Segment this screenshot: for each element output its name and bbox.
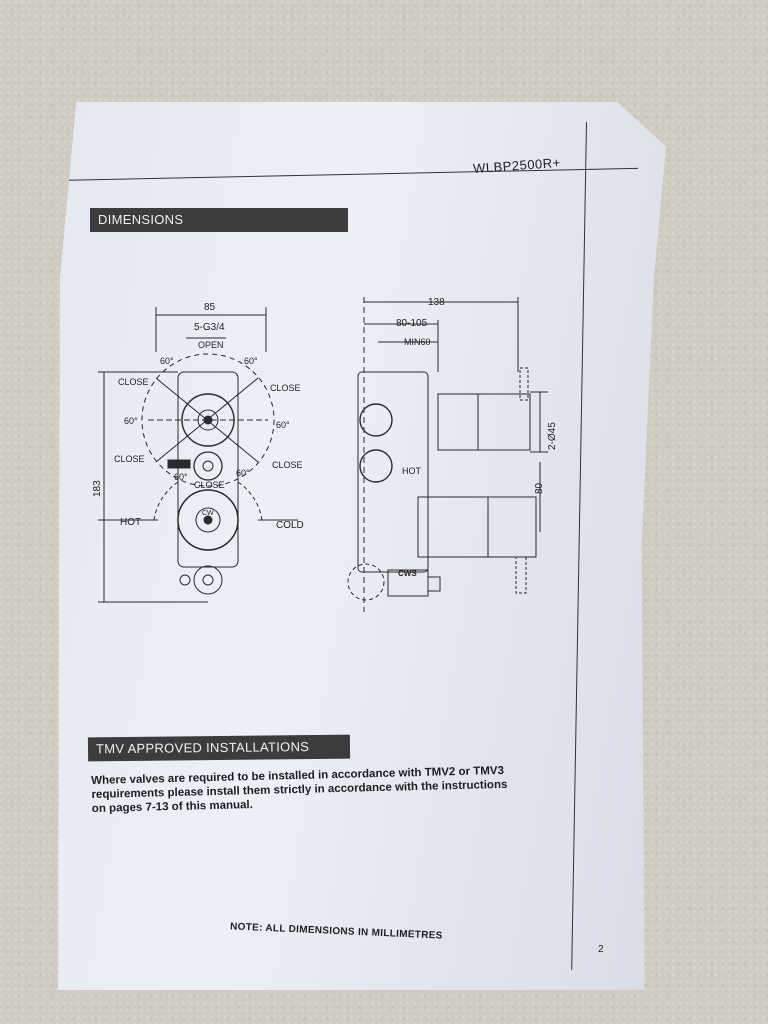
dim-width: 85 bbox=[204, 302, 216, 313]
side-body bbox=[357, 371, 429, 573]
dim-range: 80-105 bbox=[396, 318, 428, 329]
angle-label: 60° bbox=[236, 468, 250, 478]
hot-label: HOT bbox=[120, 517, 141, 528]
cw-label: CW bbox=[202, 510, 214, 517]
open-label: OPEN bbox=[198, 340, 224, 350]
close-label: CLOSE bbox=[194, 480, 225, 490]
dimensions-note: NOTE: ALL DIMENSIONS IN MILLIMETRES bbox=[229, 921, 443, 942]
angle-label: 60° bbox=[244, 356, 258, 366]
dim-diameter: 2-Ø45 bbox=[547, 422, 558, 450]
dim-total: 138 bbox=[428, 297, 445, 308]
close-label: CLOSE bbox=[272, 460, 303, 470]
angle-label: 60° bbox=[276, 420, 290, 430]
close-label: CLOSE bbox=[114, 454, 145, 464]
manual-page: WLBP2500R+ DIMENSIONS bbox=[58, 102, 666, 990]
page-number: 2 bbox=[598, 944, 604, 955]
close-label: CLOSE bbox=[270, 383, 301, 393]
close-label: CLOSE bbox=[118, 377, 149, 387]
diverter-spindle bbox=[181, 393, 235, 447]
cws-label: CWS bbox=[398, 569, 417, 578]
dim-80: 80 bbox=[534, 482, 545, 494]
dim-min: MIN60 bbox=[404, 337, 431, 347]
angle-label: 60° bbox=[160, 356, 174, 366]
side-hot-label: HOT bbox=[402, 466, 422, 476]
cold-label: COLD bbox=[276, 520, 304, 531]
dim-thread: 5-G3/4 bbox=[194, 322, 225, 333]
valve-body bbox=[177, 371, 239, 568]
tmv-heading: TMV APPROVED INSTALLATIONS bbox=[87, 734, 351, 762]
dimensions-heading: DIMENSIONS bbox=[90, 208, 348, 232]
tmv-paragraph: Where valves are required to be installe… bbox=[91, 762, 572, 816]
dimension-drawing: 85 5-G3/4 OPEN 60° 60° CLOSE CLOSE 60° 6… bbox=[92, 297, 558, 612]
angle-label: 60° bbox=[174, 472, 188, 482]
thermostat-spindle bbox=[177, 489, 239, 551]
dim-height: 183 bbox=[92, 480, 103, 497]
rotation-arc bbox=[141, 353, 275, 487]
angle-label: 60° bbox=[124, 416, 138, 426]
